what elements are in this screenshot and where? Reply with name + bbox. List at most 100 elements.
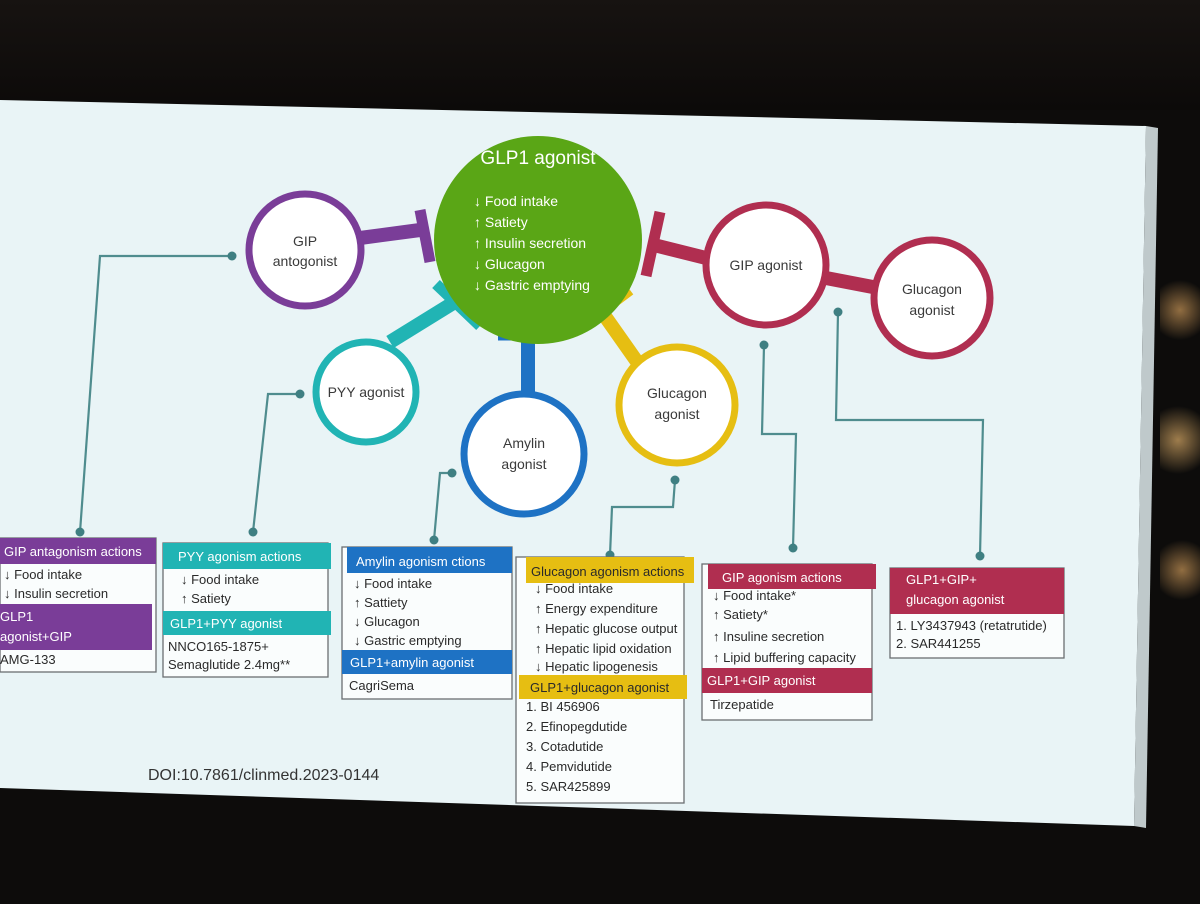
box-header-bg (163, 543, 331, 569)
glucagon-agonist-right-circle (870, 236, 994, 360)
connector-dot (429, 535, 439, 545)
box-amylin-agonism: Amylin agonism ctions ↓ Food intake ↑ Sa… (341, 546, 513, 700)
connector-dot (759, 340, 769, 350)
box-item: ↑ Hepatic lipid oxidation (535, 641, 672, 656)
gip-antagonist-circle (245, 190, 365, 310)
box-item: ↓ Hepatic lipogenesis (535, 659, 658, 674)
box-combo-bg (519, 675, 687, 699)
box-item: ↑ Satiety* (713, 607, 768, 622)
box-pyy-agonism: PYY agonism actions ↓ Food intake ↑ Sati… (162, 542, 331, 678)
box-header: Amylin agonism ctions (356, 554, 486, 569)
box-item: ↓ Food intake (354, 576, 432, 591)
glp1-effect: ↑ Satiety (474, 214, 528, 230)
box-combo-header: GLP1+GIP agonist (707, 673, 816, 688)
box-header-bg (890, 568, 1064, 614)
connector-dot (670, 475, 680, 485)
box-drug: Tirzepatide (710, 697, 774, 712)
glucagon-agonist-right-label: Glucagon (902, 281, 962, 297)
connector-dot (248, 527, 258, 537)
box-item: ↓ Food intake (181, 572, 259, 587)
box-item: ↓ Insulin secretion (4, 586, 108, 601)
gip-agonist-circle (702, 201, 830, 329)
gip-agonist-label: GIP agonist (730, 257, 803, 273)
connector-dot (975, 551, 985, 561)
box-item: ↓ Food intake (535, 581, 613, 596)
box-item: ↓ Food intake* (713, 588, 796, 603)
box-item: ↑ Insuline secretion (713, 629, 824, 644)
box-gip-agonism: GIP agonism actions ↓ Food intake* ↑ Sat… (701, 563, 876, 721)
box-combo-header: GLP1 (0, 609, 33, 624)
box-drug: CagriSema (349, 678, 415, 693)
amylin-agonist-label: Amylin (503, 435, 545, 451)
box-drug: 2. SAR441255 (896, 636, 981, 651)
box-item: ↑ Lipid buffering capacity (713, 650, 856, 665)
connectors (75, 251, 985, 561)
box-combo-bg (342, 650, 512, 674)
glp1-effect: ↓ Food intake (474, 193, 558, 209)
box-combo-header: GLP1+PYY agonist (170, 616, 283, 631)
box-header: PYY agonism actions (178, 549, 302, 564)
glp1-agonist-circle (434, 136, 642, 344)
connector-pyy (251, 392, 300, 533)
box-item: ↓ Food intake (4, 567, 82, 582)
pyy-agonist-circle (312, 338, 420, 446)
amylin-agonist-circle (460, 390, 588, 518)
glucagon-agonist-label: Glucagon (647, 385, 707, 401)
box-header-bg (708, 564, 876, 589)
box-drug: 1. BI 456906 (526, 699, 600, 714)
box-glucagon-agonism: Glucagon agonism actions ↓ Food intake ↑… (515, 556, 694, 804)
pyy-agonist-label: PYY agonist (328, 384, 405, 400)
box-item: ↑ Hepatic glucose output (535, 621, 678, 636)
stem-pyy (386, 294, 462, 348)
connector-dot (295, 389, 305, 399)
box-item: ↓ Glucagon (354, 614, 420, 629)
box-header: Glucagon agonism actions (531, 564, 685, 579)
box-drug: 1. LY3437943 (retatrutide) (896, 618, 1047, 633)
stem-glucagon (596, 307, 646, 371)
box-drug: 4. Pemvidutide (526, 759, 612, 774)
connector-glucagon (608, 479, 677, 556)
box-combo-bg (702, 668, 872, 693)
glp1-effect: ↓ Glucagon (474, 256, 545, 272)
box-item: ↑ Satiety (181, 591, 231, 606)
box-drug: AMG-133 (0, 652, 56, 667)
box-drug: 3. Cotadutide (526, 739, 603, 754)
box-header: glucagon agonist (906, 592, 1005, 607)
stem-cap-gip-antagonist (414, 208, 436, 264)
box-drug: NNCO165-1875+ (168, 639, 269, 654)
connector-dot (75, 527, 85, 537)
box-header-bg (347, 547, 512, 573)
box-combo-header: GLP1+glucagon agonist (530, 680, 670, 695)
box-header: GIP agonism actions (722, 570, 842, 585)
box-header: GIP antagonism actions (4, 544, 142, 559)
room-background (0, 0, 1200, 110)
gip-antagonist-label: GIP (293, 233, 317, 249)
amylin-agonist-label: agonist (501, 456, 546, 472)
connector-dot (227, 251, 237, 261)
box-item: ↓ Gastric emptying (354, 633, 462, 648)
box-item: ↑ Sattiety (354, 595, 408, 610)
connector-dot (788, 543, 798, 553)
box-triple-agonist: GLP1+GIP+ glucagon agonist 1. LY3437943 … (889, 567, 1065, 659)
glucagon-agonist-label: agonist (654, 406, 699, 422)
slide-edge (1134, 126, 1158, 828)
box-combo-header: agonist+GIP (0, 629, 72, 644)
glp1-effects: ↓ Food intake ↑ Satiety ↑ Insulin secret… (474, 193, 590, 293)
glp1-effect: ↓ Gastric emptying (474, 277, 590, 293)
doi-citation: DOI:10.7861/clinmed.2023-0144 (148, 767, 379, 784)
box-drug: 2. Efinopegdutide (526, 719, 627, 734)
box-combo-bg (0, 604, 152, 650)
box-drug: Semaglutide 2.4mg** (168, 657, 290, 672)
glp1-effect: ↑ Insulin secretion (474, 235, 586, 251)
glucagon-agonist-circle (615, 343, 739, 467)
connector-dot (833, 307, 843, 317)
glucagon-agonist-right-label: agonist (909, 302, 954, 318)
stem-gip-glucagon-link (824, 271, 880, 295)
box-header: GLP1+GIP+ (906, 572, 977, 587)
connector-dot (447, 468, 457, 478)
box-drug: 5. SAR425899 (526, 779, 611, 794)
box-gip-antagonism: GIP antagonism actions ↓ Food intake ↓ I… (0, 537, 157, 673)
box-combo-header: GLP1+amylin agonist (350, 655, 474, 670)
glp1-title: GLP1 agonist (480, 148, 596, 169)
